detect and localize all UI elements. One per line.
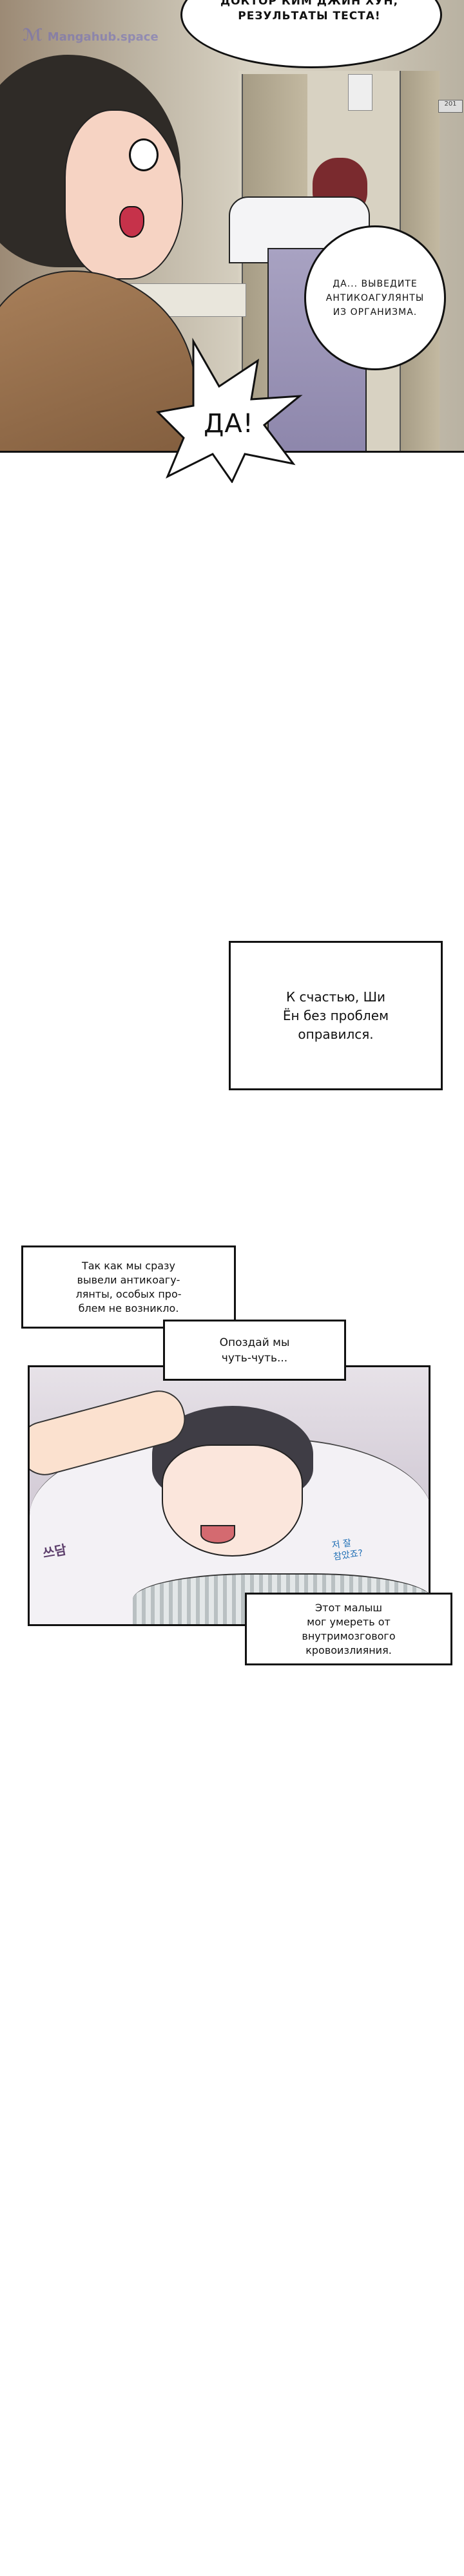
shout-bubble	[155, 337, 303, 483]
caption-box-late: Опоздай мы чуть-чуть...	[163, 1320, 346, 1381]
sfx-speech: 저 잘 참았죠?	[331, 1538, 364, 1563]
caption-box-hemorrhage: Этот малыш мог умереть от внутримозговог…	[245, 1593, 452, 1665]
woman-mouth	[119, 206, 144, 238]
boy-face	[162, 1444, 303, 1557]
shout-bubble-shape	[155, 337, 303, 483]
wall-lamp	[348, 74, 372, 111]
woman-face	[64, 109, 183, 279]
door-number-plate: 201	[438, 100, 463, 113]
caption-box-explanation: Так как мы сразу вывели антикоагу- лянты…	[21, 1245, 236, 1329]
woman-eye	[129, 138, 159, 171]
shout-bubble-text: ДА!	[204, 409, 254, 439]
watermark: ℳ Mangahub.space	[23, 26, 159, 45]
comic-panel-hospital-bed: 쓰담 저 잘 참았죠?	[28, 1365, 430, 1626]
speech-bubble-top-text: ДОКТОР КИМ ДЖИН ХУН, РЕЗУЛЬТАТЫ ТЕСТА!	[220, 0, 399, 23]
caption-box-recovery: К счастью, Ши Ён без проблем оправился.	[229, 941, 443, 1090]
speech-bubble-oval: ДА... ВЫВЕДИТЕ АНТИКОАГУЛЯНТЫ ИЗ ОРГАНИЗ…	[304, 225, 446, 370]
speech-bubble-oval-text: ДА... ВЫВЕДИТЕ АНТИКОАГУЛЯНТЫ ИЗ ОРГАНИЗ…	[325, 278, 425, 317]
watermark-logo-icon: ℳ	[23, 26, 43, 45]
boy-mouth	[200, 1525, 235, 1544]
watermark-text: Mangahub.space	[47, 30, 159, 44]
